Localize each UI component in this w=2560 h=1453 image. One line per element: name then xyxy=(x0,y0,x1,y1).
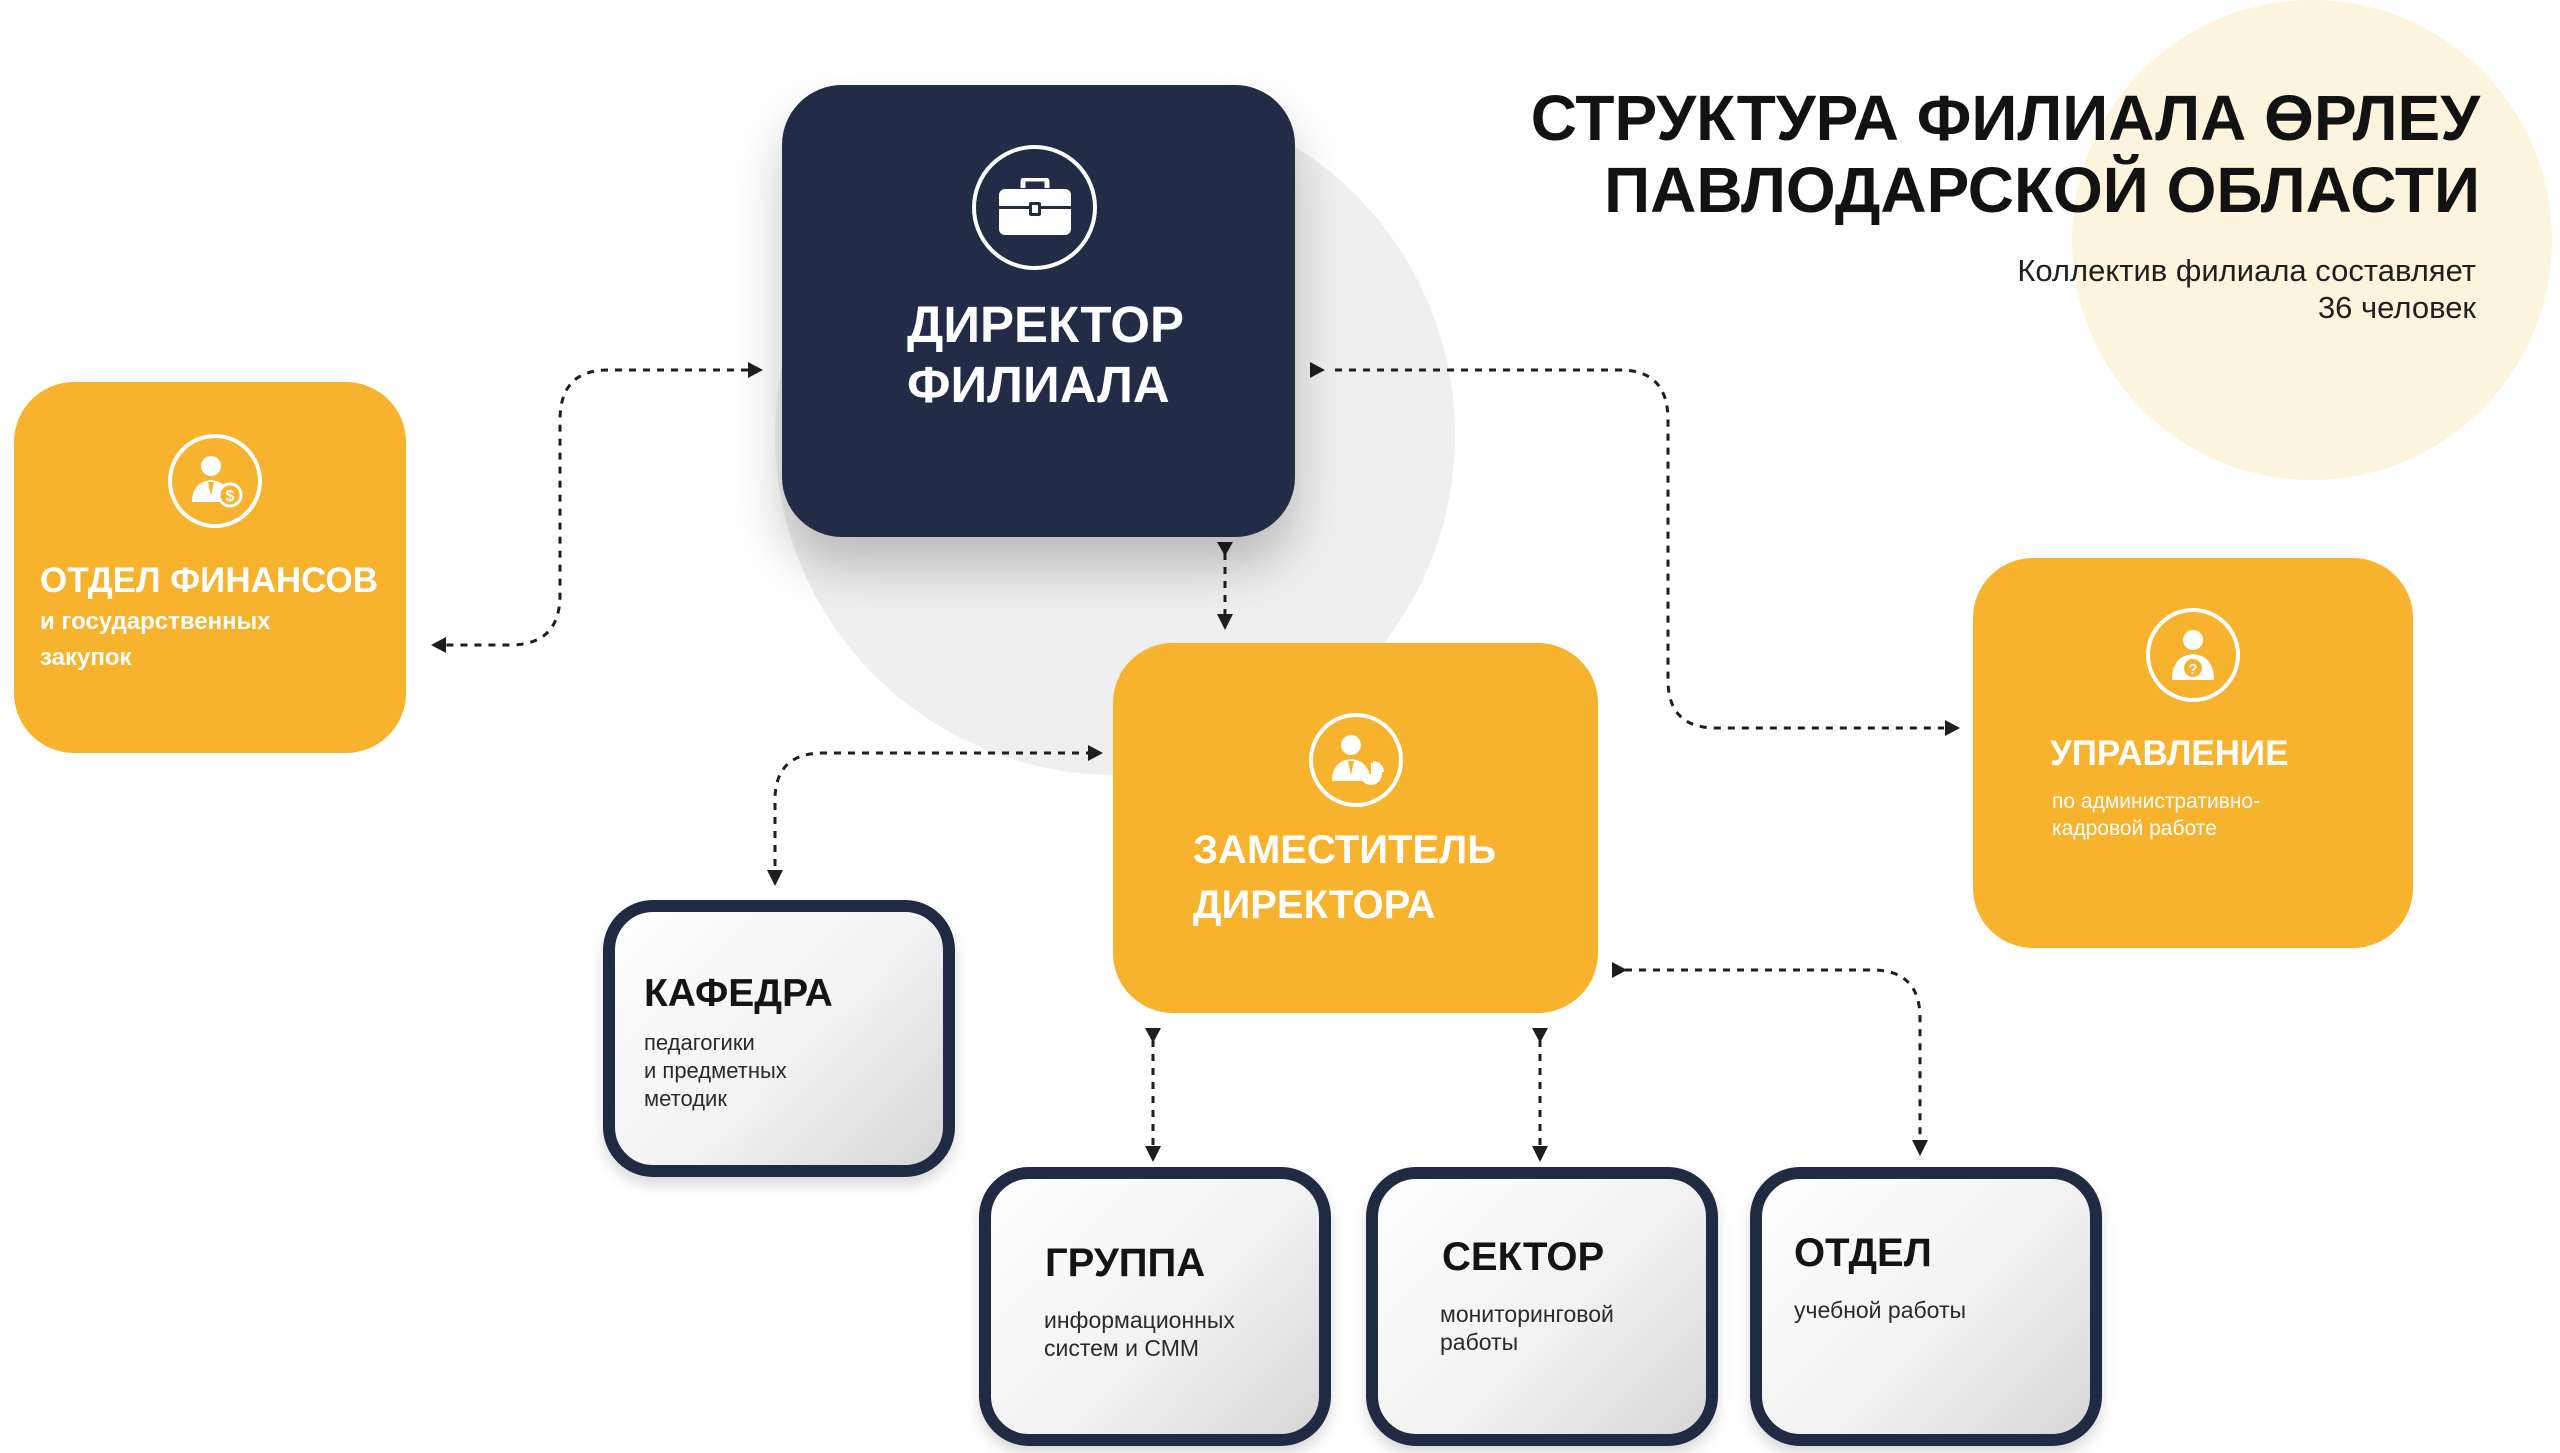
finance-sub-line-2: закупок xyxy=(40,644,132,671)
finance-node[interactable]: $ ОТДЕЛ ФИНАНСОВ и государственных закуп… xyxy=(14,382,406,753)
finance-sub-line-1: и государственных xyxy=(40,608,271,635)
arrowhead-deputy-right xyxy=(1612,962,1627,978)
title-line-1: СТРУКТУРА ФИЛИАЛА ӨРЛЕУ xyxy=(1530,82,2480,154)
kafedra-sub-line-1: педагогики xyxy=(644,1030,755,1055)
arrowhead-sector xyxy=(1532,1146,1548,1162)
connector-director-finance xyxy=(444,368,748,647)
kafedra-title: КАФЕДРА xyxy=(644,972,833,1015)
arrowhead-director-left xyxy=(748,362,763,378)
subtitle-line-2: 36 человек xyxy=(2317,290,2476,325)
arrowhead-finance xyxy=(431,637,446,653)
connector-deputy-kafedra xyxy=(773,751,1093,868)
svg-text:?: ? xyxy=(2188,661,2197,678)
admin-node[interactable]: ? УПРАВЛЕНИЕ по административно- кадрово… xyxy=(1973,558,2413,948)
sector-node[interactable]: СЕКТОР мониторинговой работы xyxy=(1366,1167,1718,1446)
hr-person-icon: ? xyxy=(2146,608,2240,702)
arrowhead-deputy-bottom-right xyxy=(1532,1028,1548,1043)
briefcase-icon xyxy=(972,145,1097,270)
dept-sub-line-1: учебной работы xyxy=(1794,1297,1967,1323)
kafedra-node[interactable]: КАФЕДРА педагогики и предметных методик xyxy=(603,900,955,1177)
arrowhead-dept xyxy=(1912,1140,1928,1156)
group-node[interactable]: ГРУППА информационных систем и СММ xyxy=(979,1167,1331,1446)
dept-node[interactable]: ОТДЕЛ учебной работы xyxy=(1750,1167,2102,1446)
director-node[interactable]: ДИРЕКТОР ФИЛИАЛА xyxy=(782,85,1295,537)
kafedra-sub-line-3: методик xyxy=(644,1086,727,1111)
admin-sub-line-2: кадровой работе xyxy=(2052,817,2217,840)
deputy-title: ЗАМЕСТИТЕЛЬ ДИРЕКТОРА xyxy=(1193,823,1496,933)
sector-title: СЕКТОР xyxy=(1442,1235,1605,1279)
deputy-line-1: ЗАМЕСТИТЕЛЬ xyxy=(1193,828,1496,872)
director-line-1: ДИРЕКТОР xyxy=(907,296,1184,353)
dept-title: ОТДЕЛ xyxy=(1794,1231,1932,1275)
page-subtitle: Коллектив филиала составляет 36 человек xyxy=(2017,252,2476,326)
admin-title: УПРАВЛЕНИЕ xyxy=(2050,734,2289,773)
analyst-person-icon xyxy=(1309,713,1403,807)
director-line-2: ФИЛИАЛА xyxy=(907,356,1170,413)
connector-director-admin xyxy=(1335,368,1944,730)
connector-deputy-dept xyxy=(1625,968,1922,1138)
yellow-highlight-circle xyxy=(2072,0,2552,480)
arrowhead-admin xyxy=(1945,720,1960,736)
arrowhead-group xyxy=(1145,1146,1161,1162)
subtitle-line-1: Коллектив филиала составляет xyxy=(2017,253,2476,288)
kafedra-sub-line-2: и предметных xyxy=(644,1058,787,1083)
svg-text:$: $ xyxy=(226,488,235,505)
page-title: СТРУКТУРА ФИЛИАЛА ӨРЛЕУ ПАВЛОДАРСКОЙ ОБЛ… xyxy=(1531,82,2480,226)
deputy-node[interactable]: ЗАМЕСТИТЕЛЬ ДИРЕКТОРА xyxy=(1113,643,1598,1013)
arrowhead-deputy-bottom-left xyxy=(1145,1028,1161,1043)
group-sub-line-1: информационных xyxy=(1044,1307,1235,1333)
arrowhead-director-right xyxy=(1310,362,1325,378)
deputy-line-2: ДИРЕКТОРА xyxy=(1193,883,1436,927)
admin-sub-line-1: по административно- xyxy=(2052,790,2261,813)
arrowhead-deputy-left xyxy=(1088,745,1103,761)
arrowhead-director-bottom xyxy=(1217,542,1233,556)
finance-title: ОТДЕЛ ФИНАНСОВ xyxy=(40,561,379,600)
arrowhead-deputy-top xyxy=(1217,614,1233,630)
arrowhead-kafedra xyxy=(767,870,783,886)
title-line-2: ПАВЛОДАРСКОЙ ОБЛАСТИ xyxy=(1604,154,2480,226)
finance-person-icon: $ xyxy=(168,434,262,528)
sector-sub-line-1: мониторинговой xyxy=(1440,1301,1614,1327)
sector-sub-line-2: работы xyxy=(1440,1329,1519,1355)
group-sub-line-2: систем и СММ xyxy=(1044,1335,1200,1361)
director-title: ДИРЕКТОР ФИЛИАЛА xyxy=(907,295,1184,415)
group-title: ГРУППА xyxy=(1045,1241,1206,1285)
